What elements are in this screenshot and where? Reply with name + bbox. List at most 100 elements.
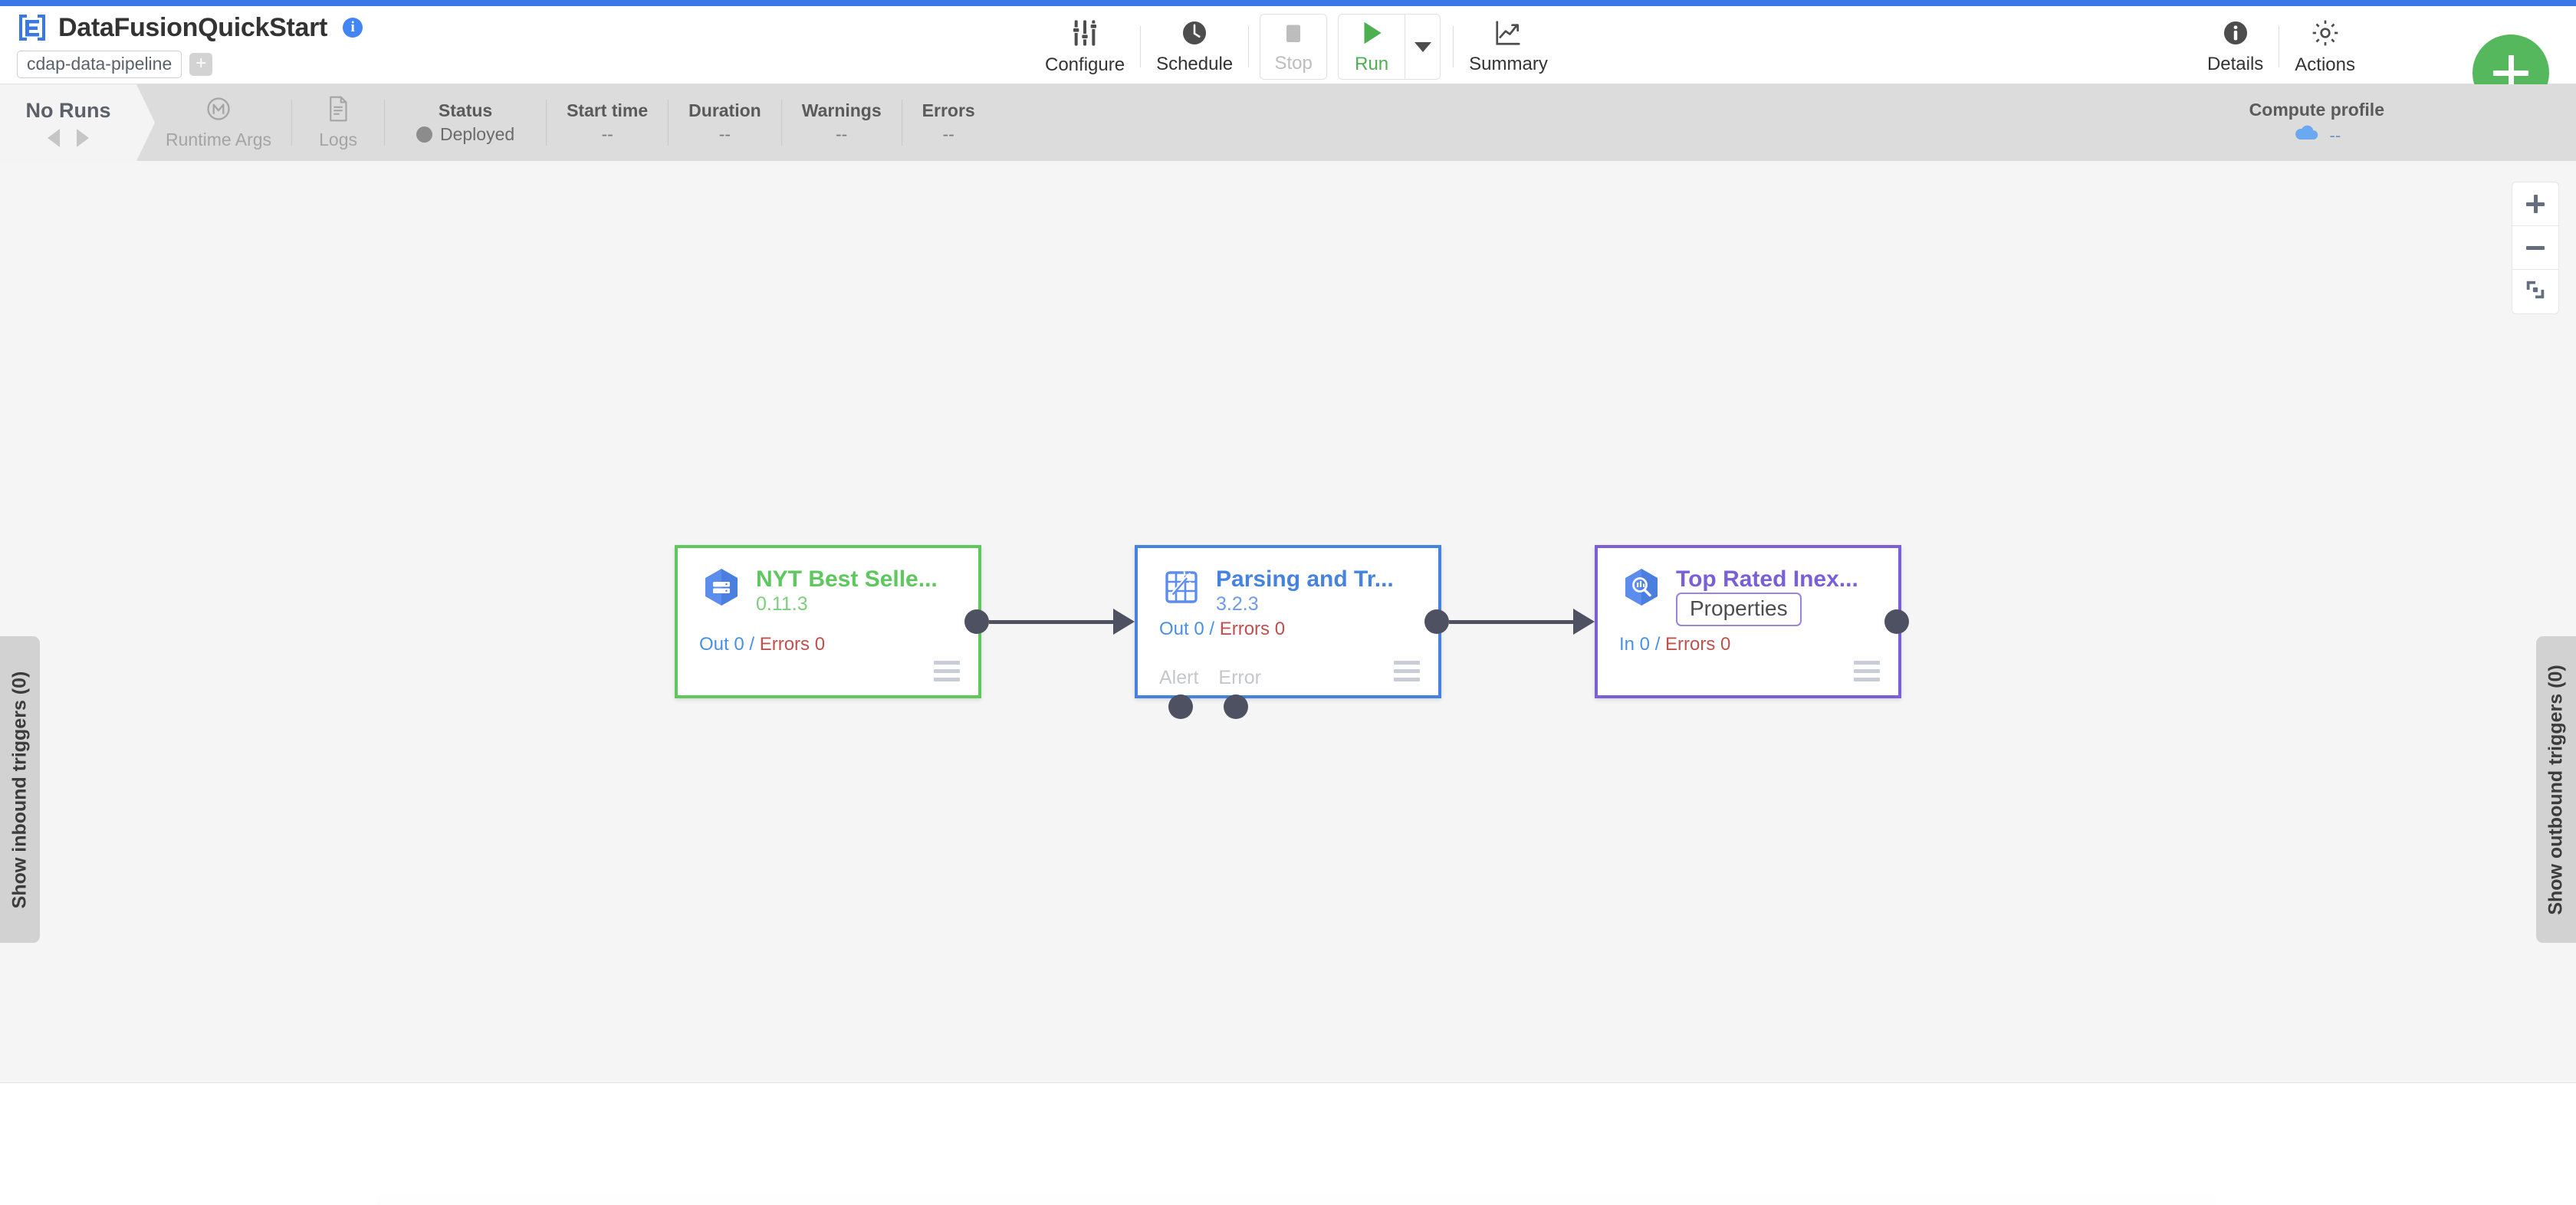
divider bbox=[668, 100, 669, 146]
pipeline-node-source[interactable]: NYT Best Selle... 0.11.3 Out 0 / Errors … bbox=[675, 545, 981, 698]
accent-strip bbox=[0, 0, 2576, 6]
logs-label: Logs bbox=[319, 130, 357, 149]
pipeline-canvas[interactable]: Show inbound triggers (0) Show outbound … bbox=[0, 161, 2576, 1083]
edge-transform-to-sink bbox=[1449, 620, 1587, 624]
duration-metric: Duration -- bbox=[669, 84, 781, 161]
runtime-args-button[interactable]: Runtime Args bbox=[146, 84, 291, 161]
outbound-triggers-label: Show outbound triggers (0) bbox=[2545, 664, 2567, 915]
metrics-separator: / bbox=[1654, 634, 1661, 655]
hamburger-menu-icon[interactable] bbox=[934, 661, 960, 681]
details-button[interactable]: Details bbox=[2193, 15, 2277, 79]
logs-button[interactable]: Logs bbox=[292, 84, 384, 161]
ghost-panel bbox=[376, 1191, 2216, 1205]
sliders-icon bbox=[1070, 18, 1100, 52]
gear-icon bbox=[2310, 18, 2341, 52]
zoom-out-button[interactable] bbox=[2512, 226, 2558, 270]
node-metrics: In 0 / Errors 0 bbox=[1619, 634, 1730, 655]
inbound-triggers-tab[interactable]: Show inbound triggers (0) bbox=[0, 636, 40, 943]
divider bbox=[1453, 26, 1454, 67]
summary-button[interactable]: Summary bbox=[1455, 15, 1562, 79]
node-alert-ports: Alert Error bbox=[1159, 667, 1261, 689]
metrics-separator: / bbox=[1209, 619, 1215, 639]
errors-label: Errors bbox=[922, 100, 975, 120]
node-in-count: In 0 bbox=[1619, 634, 1651, 655]
run-options-dropdown[interactable] bbox=[1405, 15, 1440, 79]
properties-tooltip[interactable]: Properties bbox=[1676, 593, 1802, 626]
add-tag-button[interactable]: + bbox=[189, 53, 213, 77]
node-version: 3.2.3 bbox=[1216, 593, 1259, 615]
start-time-label: Start time bbox=[567, 100, 649, 120]
plus-icon bbox=[2526, 195, 2545, 213]
duration-value: -- bbox=[718, 124, 731, 144]
stop-button[interactable]: Stop bbox=[1260, 14, 1328, 80]
node-error-count: Errors 0 bbox=[1665, 634, 1731, 655]
metrics-separator: / bbox=[749, 634, 755, 655]
error-port-label[interactable]: Error bbox=[1218, 667, 1261, 688]
top-toolbar: DataFusionQuickStart i cdap-data-pipelin… bbox=[0, 6, 2576, 111]
duration-label: Duration bbox=[688, 100, 761, 120]
run-button[interactable]: Run bbox=[1339, 15, 1405, 79]
cloud-icon bbox=[2293, 125, 2319, 146]
node-transform-error-endpoint[interactable] bbox=[1224, 694, 1248, 719]
status-label: Status bbox=[438, 100, 493, 120]
details-label: Details bbox=[2206, 54, 2264, 74]
macro-icon bbox=[205, 95, 232, 126]
zoom-in-button[interactable] bbox=[2512, 182, 2558, 226]
configure-button[interactable]: Configure bbox=[1031, 15, 1138, 79]
divider bbox=[1248, 26, 1250, 67]
divider bbox=[1140, 26, 1142, 67]
info-icon[interactable]: i bbox=[343, 18, 363, 38]
run-label: Run bbox=[1355, 54, 1389, 74]
fit-to-screen-button[interactable] bbox=[2512, 270, 2558, 314]
warnings-label: Warnings bbox=[801, 100, 882, 120]
node-transform-alert-endpoint[interactable] bbox=[1168, 694, 1193, 719]
run-status-bar: No Runs Runtime Args bbox=[0, 84, 2576, 161]
node-transform-output-endpoint[interactable] bbox=[1424, 609, 1449, 634]
run-button-group[interactable]: Run bbox=[1338, 14, 1441, 80]
configure-label: Configure bbox=[1045, 54, 1125, 75]
previous-run-button[interactable] bbox=[48, 128, 60, 147]
hamburger-menu-icon[interactable] bbox=[1854, 661, 1880, 681]
pipeline-node-sink[interactable]: Top Rated Inex... Properties In 0 / Erro… bbox=[1595, 545, 1901, 698]
run-metrics-row: Runtime Args Logs Status Depl bbox=[146, 84, 995, 161]
node-error-count: Errors 0 bbox=[759, 634, 826, 655]
artifact-type-chip[interactable]: cdap-data-pipeline bbox=[17, 51, 182, 79]
runs-count-label: No Runs bbox=[25, 98, 111, 122]
arrow-transform-to-sink bbox=[1573, 609, 1595, 635]
edge-source-to-transform bbox=[989, 620, 1127, 624]
schedule-button[interactable]: Schedule bbox=[1142, 15, 1247, 79]
node-error-count: Errors 0 bbox=[1219, 619, 1286, 639]
pipeline-subheader: cdap-data-pipeline + bbox=[17, 51, 213, 79]
node-source-output-endpoint[interactable] bbox=[964, 609, 989, 634]
node-out-count: Out 0 bbox=[699, 634, 744, 655]
runtime-args-label: Runtime Args bbox=[166, 130, 272, 149]
node-sink-output-endpoint[interactable] bbox=[1884, 609, 1909, 634]
hamburger-menu-icon[interactable] bbox=[1394, 661, 1420, 681]
compute-profile[interactable]: Compute profile -- bbox=[2249, 84, 2384, 161]
node-metrics: Out 0 / Errors 0 bbox=[699, 634, 825, 655]
runs-navigator[interactable]: No Runs bbox=[0, 84, 136, 161]
clock-icon bbox=[1180, 18, 1209, 51]
chart-line-icon bbox=[1493, 18, 1523, 51]
start-time-metric: Start time -- bbox=[547, 84, 668, 161]
alert-port-label[interactable]: Alert bbox=[1159, 667, 1199, 688]
toolbar-actions-center: Configure Schedule Stop bbox=[1031, 9, 1562, 84]
outbound-triggers-tab[interactable]: Show outbound triggers (0) bbox=[2536, 636, 2576, 943]
next-run-button[interactable] bbox=[77, 128, 89, 147]
document-icon bbox=[326, 95, 350, 126]
chevron-down-icon bbox=[1414, 41, 1431, 52]
divider bbox=[291, 100, 293, 146]
warnings-metric: Warnings -- bbox=[782, 84, 902, 161]
status-metric: Status Deployed bbox=[385, 84, 546, 161]
start-time-value: -- bbox=[601, 124, 613, 144]
bigquery-source-icon bbox=[699, 565, 744, 609]
node-metrics: Out 0 / Errors 0 bbox=[1159, 619, 1285, 640]
pipeline-node-transform[interactable]: Parsing and Tr... 3.2.3 Out 0 / Errors 0… bbox=[1135, 545, 1441, 698]
node-out-count: Out 0 bbox=[1159, 619, 1204, 639]
below-canvas-area bbox=[0, 1084, 2576, 1205]
errors-metric: Errors -- bbox=[902, 84, 995, 161]
divider bbox=[384, 100, 386, 146]
node-version: 0.11.3 bbox=[756, 593, 808, 615]
stop-label: Stop bbox=[1274, 53, 1313, 74]
actions-button[interactable]: Actions bbox=[2281, 15, 2369, 79]
